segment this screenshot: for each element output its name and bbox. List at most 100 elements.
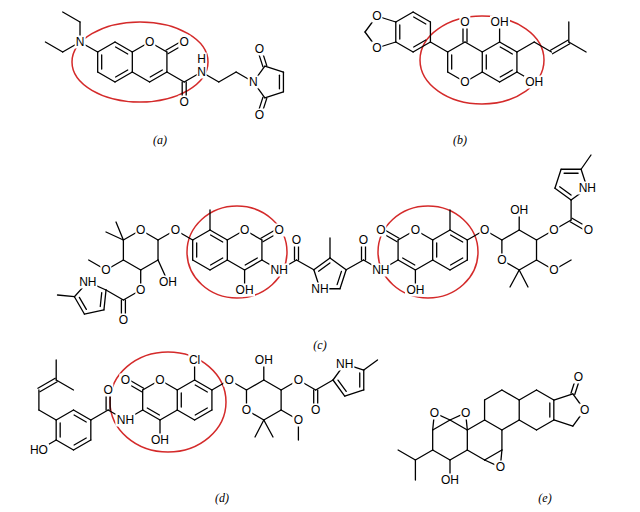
bond	[564, 173, 578, 174]
bond	[415, 460, 416, 480]
bond	[430, 42, 447, 52]
bond	[141, 260, 158, 270]
bond	[501, 430, 502, 450]
bond	[569, 42, 586, 52]
bond	[329, 238, 330, 258]
bond	[209, 210, 210, 230]
bond	[38, 378, 55, 388]
highlight-ellipse	[378, 206, 478, 298]
bond	[319, 263, 330, 271]
bond	[147, 408, 159, 415]
bond	[264, 380, 281, 390]
bond	[555, 169, 561, 188]
bond	[536, 240, 537, 260]
bond	[398, 450, 415, 460]
atom-label: O	[179, 36, 190, 49]
bond	[38, 390, 39, 410]
bond	[195, 380, 212, 390]
atom-label: O	[459, 76, 470, 89]
atom-label: O	[135, 224, 146, 237]
atom-label: HO	[29, 444, 49, 457]
bond	[283, 72, 284, 92]
panel-label: (c)	[312, 339, 327, 352]
bond	[211, 390, 212, 410]
atom-label: N	[75, 36, 86, 49]
bond	[160, 410, 177, 420]
bond	[553, 400, 554, 420]
bond	[510, 270, 519, 287]
bond	[432, 430, 433, 450]
atom-label: O	[371, 10, 382, 23]
atom-label: O	[254, 43, 265, 56]
bond	[115, 72, 132, 82]
bond	[561, 169, 581, 170]
atom-label: O	[460, 406, 471, 419]
bond	[396, 42, 413, 52]
bond	[433, 450, 450, 460]
highlight-ellipse	[420, 16, 544, 104]
bond	[467, 240, 468, 260]
bond	[177, 410, 194, 420]
atom-label: NH	[270, 264, 289, 277]
bond	[142, 390, 143, 410]
bond	[132, 52, 133, 72]
highlight-group	[72, 16, 544, 452]
bond	[132, 72, 149, 82]
bond	[519, 270, 528, 287]
bond	[116, 47, 128, 54]
bond	[581, 155, 591, 169]
bond	[58, 295, 75, 297]
panel-label: (a)	[152, 134, 168, 147]
bond	[364, 360, 378, 370]
bond	[246, 380, 263, 390]
bond	[210, 230, 227, 240]
bond	[467, 420, 484, 430]
bond	[74, 297, 84, 314]
bond	[193, 230, 210, 240]
atom-label: O	[310, 404, 321, 417]
highlight-ellipse	[72, 22, 208, 102]
atom-label: O	[241, 404, 252, 417]
bond	[451, 55, 452, 69]
atom-label: O	[375, 224, 386, 237]
bond	[97, 52, 98, 72]
atom-label: N	[248, 76, 259, 89]
bond	[265, 66, 284, 72]
atom-label: NH	[371, 264, 390, 277]
bond	[116, 222, 123, 240]
bond	[255, 420, 264, 437]
atom-label: O	[154, 374, 165, 387]
atom-label: O	[371, 42, 382, 55]
atom-label: O	[291, 234, 302, 247]
bond	[56, 440, 73, 450]
bond	[500, 70, 512, 77]
bond	[467, 430, 468, 450]
bond	[482, 42, 499, 52]
bond	[56, 360, 57, 380]
bond	[333, 380, 345, 396]
atom-label: O	[102, 384, 113, 397]
atom-label: O	[144, 36, 155, 49]
bond	[485, 390, 502, 400]
bond	[549, 403, 550, 417]
atom-label: OH	[440, 474, 460, 487]
bond	[167, 72, 184, 82]
atom-label: O	[358, 234, 369, 247]
bond	[450, 260, 467, 270]
bond	[74, 410, 91, 420]
bond	[502, 230, 519, 240]
bond	[195, 385, 207, 392]
atom-label: OH	[235, 284, 255, 297]
bond	[265, 92, 284, 98]
bond	[486, 55, 487, 69]
atom-label: O	[254, 109, 265, 122]
bond	[106, 290, 123, 300]
bond	[500, 47, 512, 54]
atom-label: OH	[405, 284, 425, 297]
bond	[192, 240, 193, 260]
bond	[264, 420, 273, 437]
atom-label: O	[293, 374, 304, 387]
bond	[330, 258, 346, 270]
atom-label: O	[583, 224, 594, 237]
